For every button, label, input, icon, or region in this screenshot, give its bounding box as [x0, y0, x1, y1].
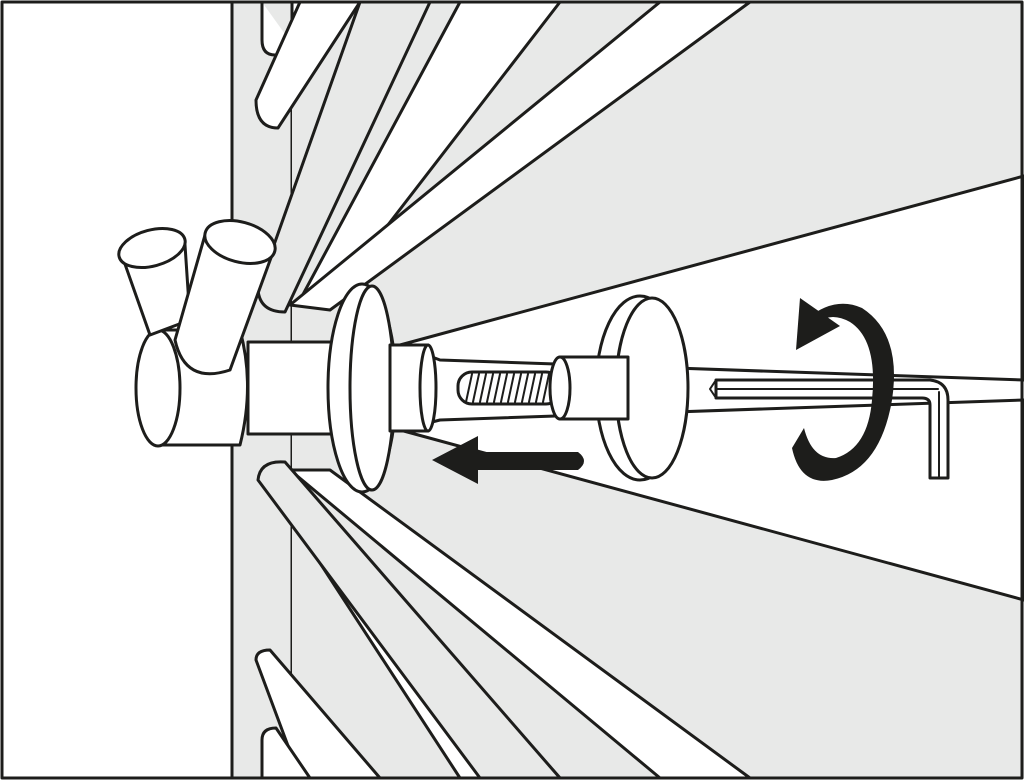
pipe-end-mid-upper	[256, 0, 432, 314]
rosette-sleeve-end	[418, 343, 438, 433]
rosette-front	[348, 284, 396, 492]
pipe-end-bottom-1	[254, 648, 382, 780]
hook-base-face	[134, 328, 182, 448]
washer	[548, 294, 690, 482]
threaded-screw	[456, 370, 562, 406]
pipe-end-top-2	[254, 0, 362, 130]
allen-key	[709, 378, 950, 480]
push-arrow-icon	[432, 436, 584, 484]
wall-rosette	[326, 282, 438, 494]
washer-sleeve-end	[548, 355, 572, 421]
screw-threads	[465, 373, 550, 403]
pipe-end-bottom-2	[260, 726, 312, 780]
hook-prong-right-cap	[203, 219, 277, 265]
pipe-end-mid-lower	[256, 460, 562, 780]
hook-prong-left-cap	[117, 227, 187, 269]
hook-prong-right	[173, 233, 274, 376]
rotate-arrow-icon	[792, 298, 894, 481]
